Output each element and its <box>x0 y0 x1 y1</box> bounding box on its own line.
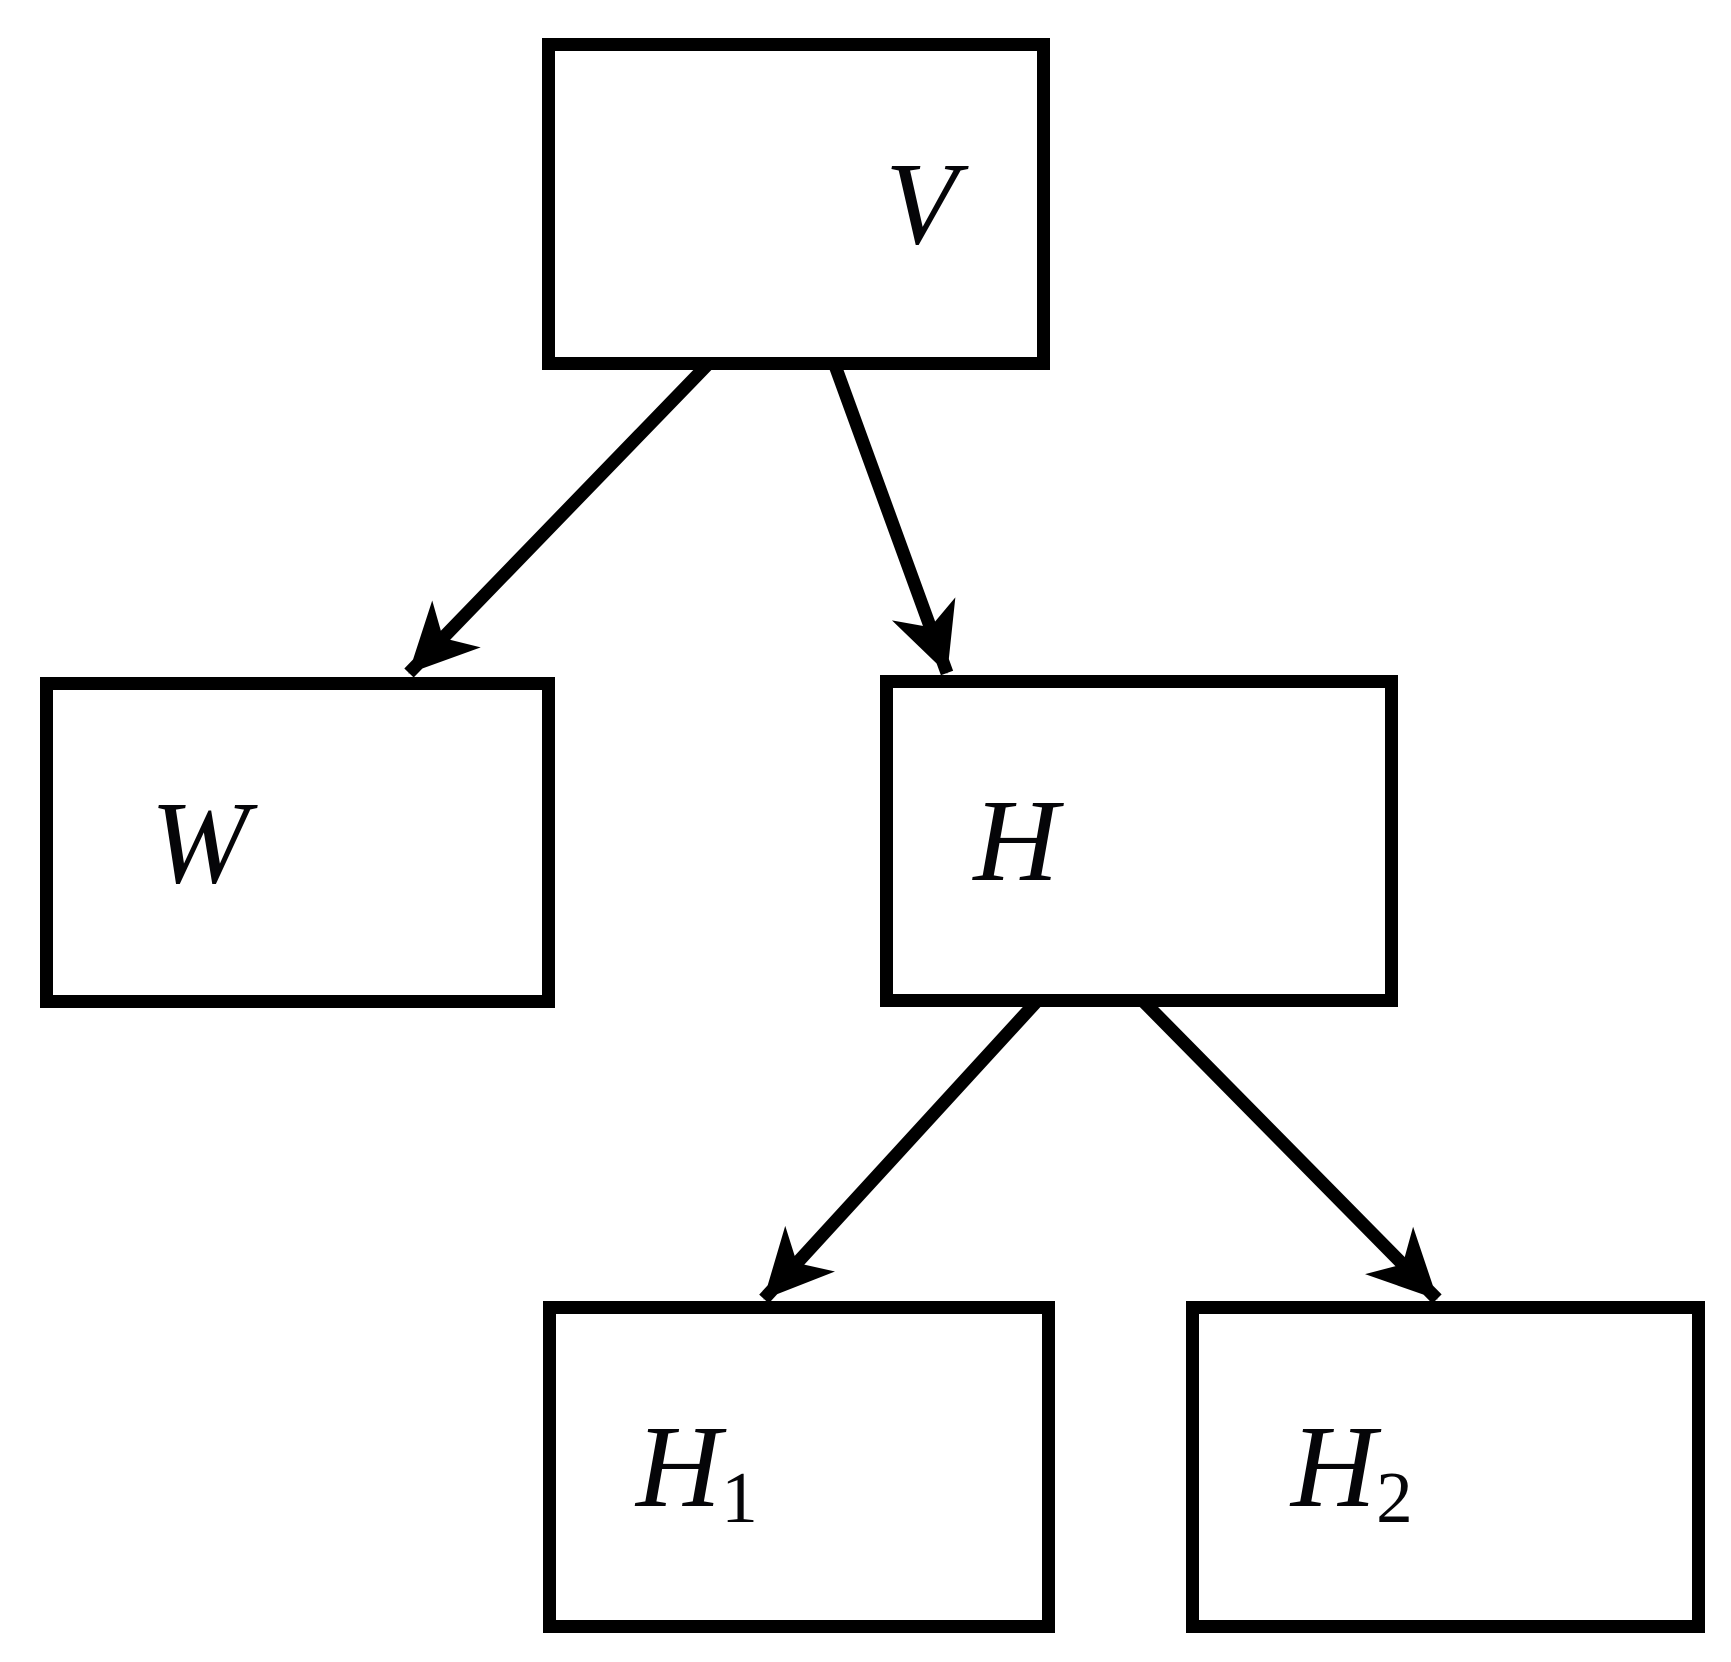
node-box-w: W <box>40 677 555 1008</box>
node-label-h1: H1 <box>636 1401 758 1539</box>
node-box-v: V <box>542 38 1050 370</box>
node-label-w: W <box>150 776 249 908</box>
edge-arrow-h-h2 <box>1137 995 1442 1304</box>
node-label-h: H <box>973 775 1059 906</box>
edge-arrow-v-h <box>826 357 956 676</box>
node-label-v: V <box>885 138 958 269</box>
node-box-h: H <box>880 675 1398 1007</box>
node-box-h2: H2 <box>1186 1301 1705 1633</box>
edge-arrow-h-h1 <box>759 995 1043 1304</box>
node-box-h1: H1 <box>543 1301 1055 1633</box>
edge-arrow-v-w <box>404 355 717 678</box>
node-label-h2: H2 <box>1290 1401 1413 1539</box>
